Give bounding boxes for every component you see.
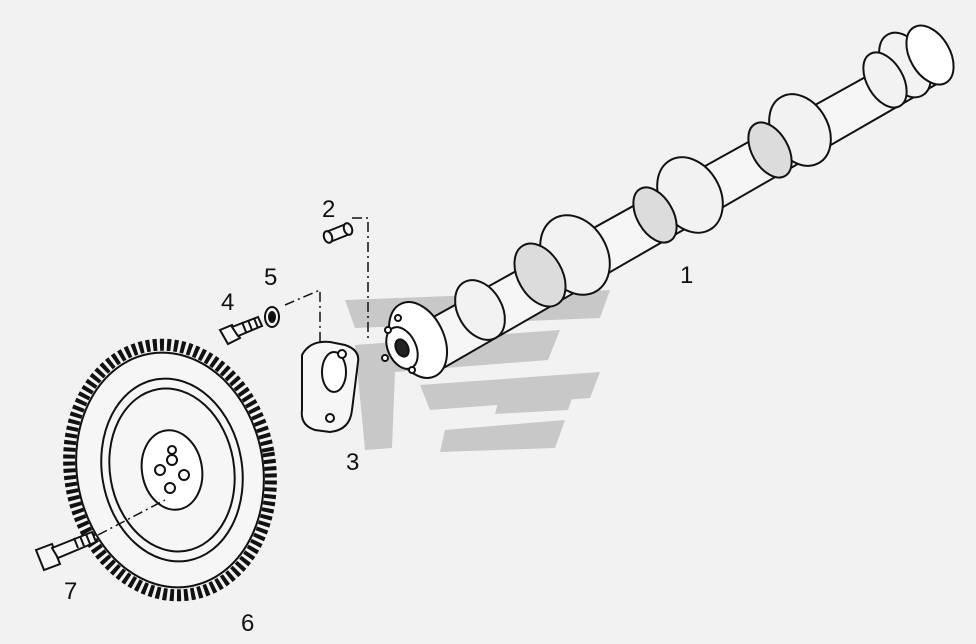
thrust-plate (300, 340, 360, 434)
dowel-pin (322, 222, 354, 244)
callout-5: 5 (264, 264, 278, 291)
callout-7: 7 (64, 578, 78, 605)
leader-line-7 (97, 499, 166, 536)
leader-line-5 (284, 288, 321, 345)
callout-2: 2 (322, 196, 336, 223)
camshaft (381, 24, 955, 379)
leader-line-2 (352, 217, 369, 340)
washer (264, 306, 280, 328)
bolt (218, 315, 264, 346)
callout-6: 6 (241, 610, 255, 637)
callout-3: 3 (346, 449, 360, 476)
gear-bolt (34, 530, 98, 572)
callout-1: 1 (680, 262, 694, 289)
callout-4: 4 (221, 289, 235, 316)
cam-gear (63, 338, 277, 602)
